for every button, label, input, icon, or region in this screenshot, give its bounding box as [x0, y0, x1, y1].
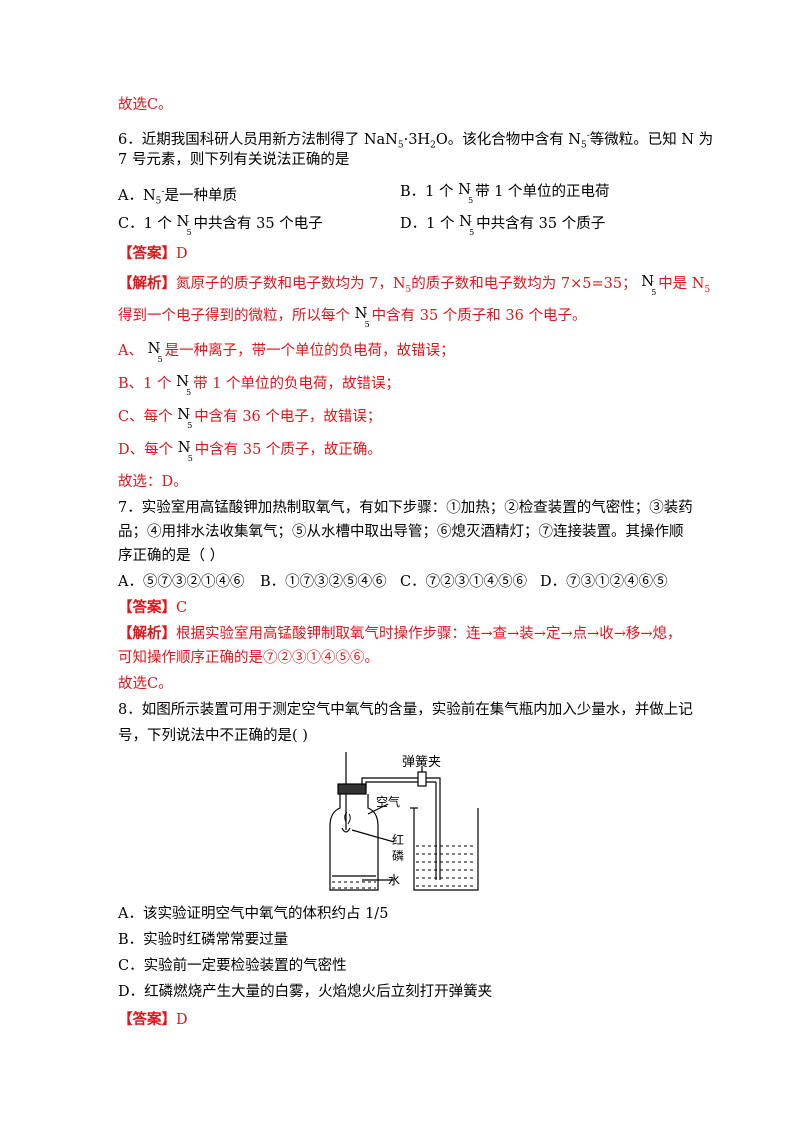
q7-analysis-line2: 可知操作顺序正确的是⑦②③①④⑤⑥。	[118, 650, 379, 666]
q7-stem-line3: 序正确的是（ ）	[118, 548, 225, 564]
q8-option-c: C．实验前一定要检验装置的气密性	[118, 958, 347, 974]
q6-answer: 【答案】D	[118, 245, 188, 262]
q8-answer: 【答案】D	[118, 1011, 188, 1028]
q8-stem-line2: 号，下列说法中不正确的是( )	[118, 728, 308, 744]
apparatus-figure: 弹簧夹 空气 红 磷 水	[329, 752, 479, 891]
label-phosphorus-2: 磷	[392, 848, 404, 863]
q7-analysis-line1: 【解析】根据实验室用高锰酸钾制取氧气时操作步骤：连→查→装→定→点→收→移→熄，	[118, 625, 682, 642]
n5-ion: N-5	[354, 306, 370, 329]
q8-option-b: B．实验时红磷常常要过量	[118, 932, 289, 948]
q7-option-d: D．⑦③①②④⑥⑤	[540, 574, 668, 590]
q7-option-c: C．⑦②③①④⑤⑥	[400, 574, 528, 590]
q7-option-b: B．①⑦③②⑤④⑥	[260, 574, 387, 590]
n5-ion: N-5	[458, 182, 474, 205]
q6-analysis-line1: 【解析】氮原子的质子数和电子数均为 7，N5的质子数和电子数均为 7×5=35；…	[118, 274, 711, 297]
q8-option-a: A．该实验证明空气中氧气的体积约占 1/5	[118, 906, 389, 922]
q6-stem-line2: 7 号元素，则下列有关说法正确的是	[118, 152, 350, 168]
n5-ion: N-5	[147, 341, 163, 364]
label-clip: 弹簧夹	[402, 754, 441, 770]
q6-option-a: A．N5-是一种单质	[118, 187, 237, 207]
n5-ion: N-5	[177, 407, 193, 430]
q7-answer: 【答案】C	[118, 599, 188, 616]
n5-ion: N-5	[176, 374, 192, 397]
n5-ion: N-5	[459, 214, 475, 237]
q8-option-d: D．红磷燃烧产生大量的白雾，火焰熄火后立刻打开弹簧夹	[118, 984, 493, 1000]
label-air: 空气	[376, 794, 400, 809]
label-phosphorus-1: 红	[392, 832, 404, 847]
n5-ion: N-5	[641, 274, 657, 297]
q7-conclusion: 故选C。	[118, 676, 173, 692]
q5-conclusion: 故选C。	[118, 97, 173, 113]
q6-conclusion: 故选：D。	[118, 474, 188, 490]
q8-stem-line1: 8．如图所示装置可用于测定空气中氧气的含量，实验前在集气瓶内加入少量水，并做上记	[118, 702, 693, 718]
n5-ion: N-5	[176, 214, 192, 237]
q7-stem-line2: 品；④用排水法收集氧气；⑤从水槽中取出导管；⑥熄灭酒精灯；⑦连接装置。其操作顺	[118, 524, 684, 540]
q7-stem-line1: 7．实验室用高锰酸钾加热制取氧气，有如下步骤：①加热；②检查装置的气密性；③装药	[118, 500, 693, 516]
q7-option-a: A．⑤⑦③②①④⑥	[118, 574, 245, 590]
label-water: 水	[388, 873, 400, 887]
q6-stem-line1: 6．近期我国科研人员用新方法制得了 NaN5·3H2O。该化合物中含有 N5-等…	[118, 131, 714, 151]
n5-ion: N-5	[177, 440, 193, 463]
